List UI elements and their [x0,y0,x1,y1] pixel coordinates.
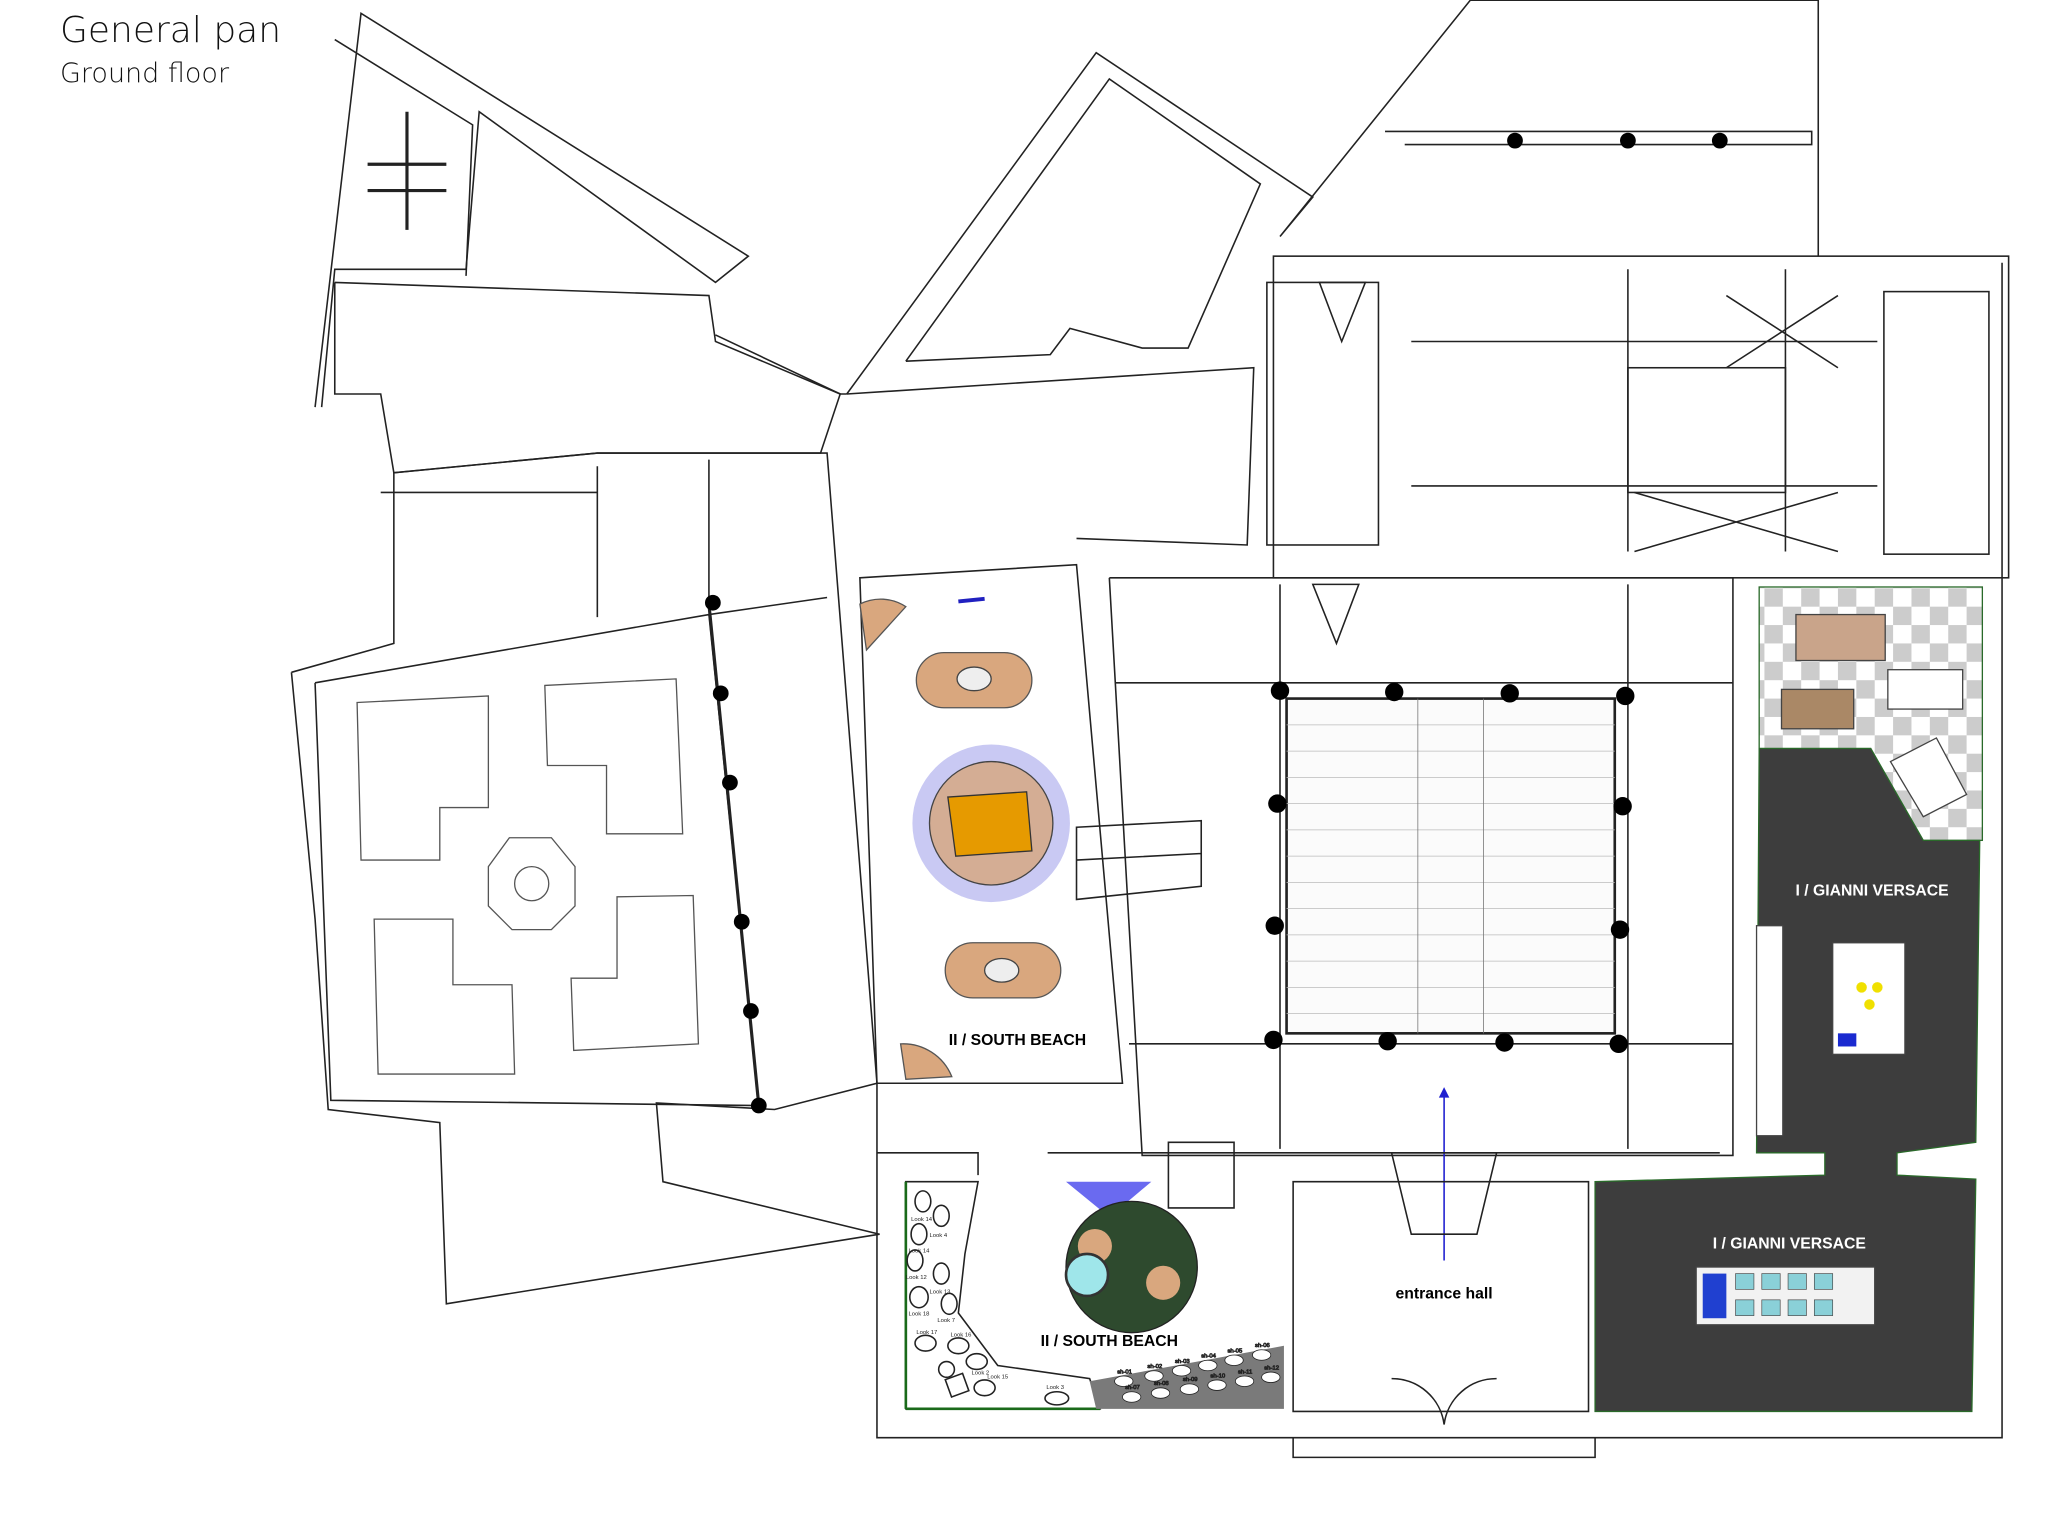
room-label-south-beach: II / SOUTH BEACH [1041,1333,1178,1350]
northeast-wing [846,0,2010,646]
south-rooms: II / SOUTH BEACH entrance hall Look 14 L… [876,262,2003,1459]
versace-gallery: I / GIANNI VERSACE I / GIANNI VERSACE [1594,586,1984,1413]
projector-beam [1066,1181,1152,1218]
columns-left [704,594,767,1114]
shoe-label: sh-12 [1264,1365,1279,1371]
plan-title: General pan [60,10,282,51]
plan-subtitle: Ground floor [60,58,230,89]
look-label: Look 18 [908,1312,930,1318]
look-label: Look 2 [971,1371,989,1377]
restroom-partitions [367,111,447,230]
shoe-label: sh-11 [1238,1369,1252,1375]
look-label: Look 7 [937,1318,955,1324]
shoe-markers: sh-01 sh-02 sh-03 sh-04 sh-05 sh-06 sh-0… [1114,1343,1281,1403]
room-label-versace: I / GIANNI VERSACE [1713,1236,1866,1253]
look-label: Look 15 [987,1375,1009,1381]
shoe-label: sh-04 [1201,1354,1216,1360]
look-label: Look 16 [950,1333,972,1339]
hedge-parterres [356,678,700,1075]
fountain [487,837,576,931]
versace-floor [1594,747,1981,1413]
central-courtyard [1108,577,1734,1261]
northwest-wing [314,11,847,474]
shoe-label: sh-05 [1227,1348,1242,1354]
shoe-label: sh-09 [1183,1377,1198,1383]
look-label: Look 13 [929,1289,951,1295]
columns-court [1264,681,1635,1054]
look-label: Look 12 [906,1275,927,1281]
paved-court [1285,697,1617,1035]
look-label: Look 17 [916,1330,937,1336]
look-markers: Look 14 Look 4 Look 14 Look 12 Look 13 L… [906,1190,1070,1406]
room-label-south-beach: II / SOUTH BEACH [949,1032,1086,1049]
shoe-label: sh-02 [1147,1364,1162,1370]
shoe-label: sh-01 [1117,1369,1132,1375]
look-label: Look 3 [1046,1385,1064,1391]
room-label-entrance-hall: entrance hall [1396,1286,1493,1303]
shoe-label: sh-07 [1125,1385,1140,1391]
room-label-versace: I / GIANNI VERSACE [1796,883,1949,900]
shoe-label: sh-03 [1175,1359,1190,1365]
shoe-label: sh-06 [1255,1343,1270,1349]
look-label: Look 4 [929,1233,947,1239]
left-courtyard [290,452,880,1305]
look-label: Look 14 [911,1217,933,1223]
south-beach-room-upper: II / SOUTH BEACH [846,366,1255,1085]
shoe-label: sh-08 [1154,1381,1169,1387]
shoe-label: sh-10 [1210,1373,1225,1379]
